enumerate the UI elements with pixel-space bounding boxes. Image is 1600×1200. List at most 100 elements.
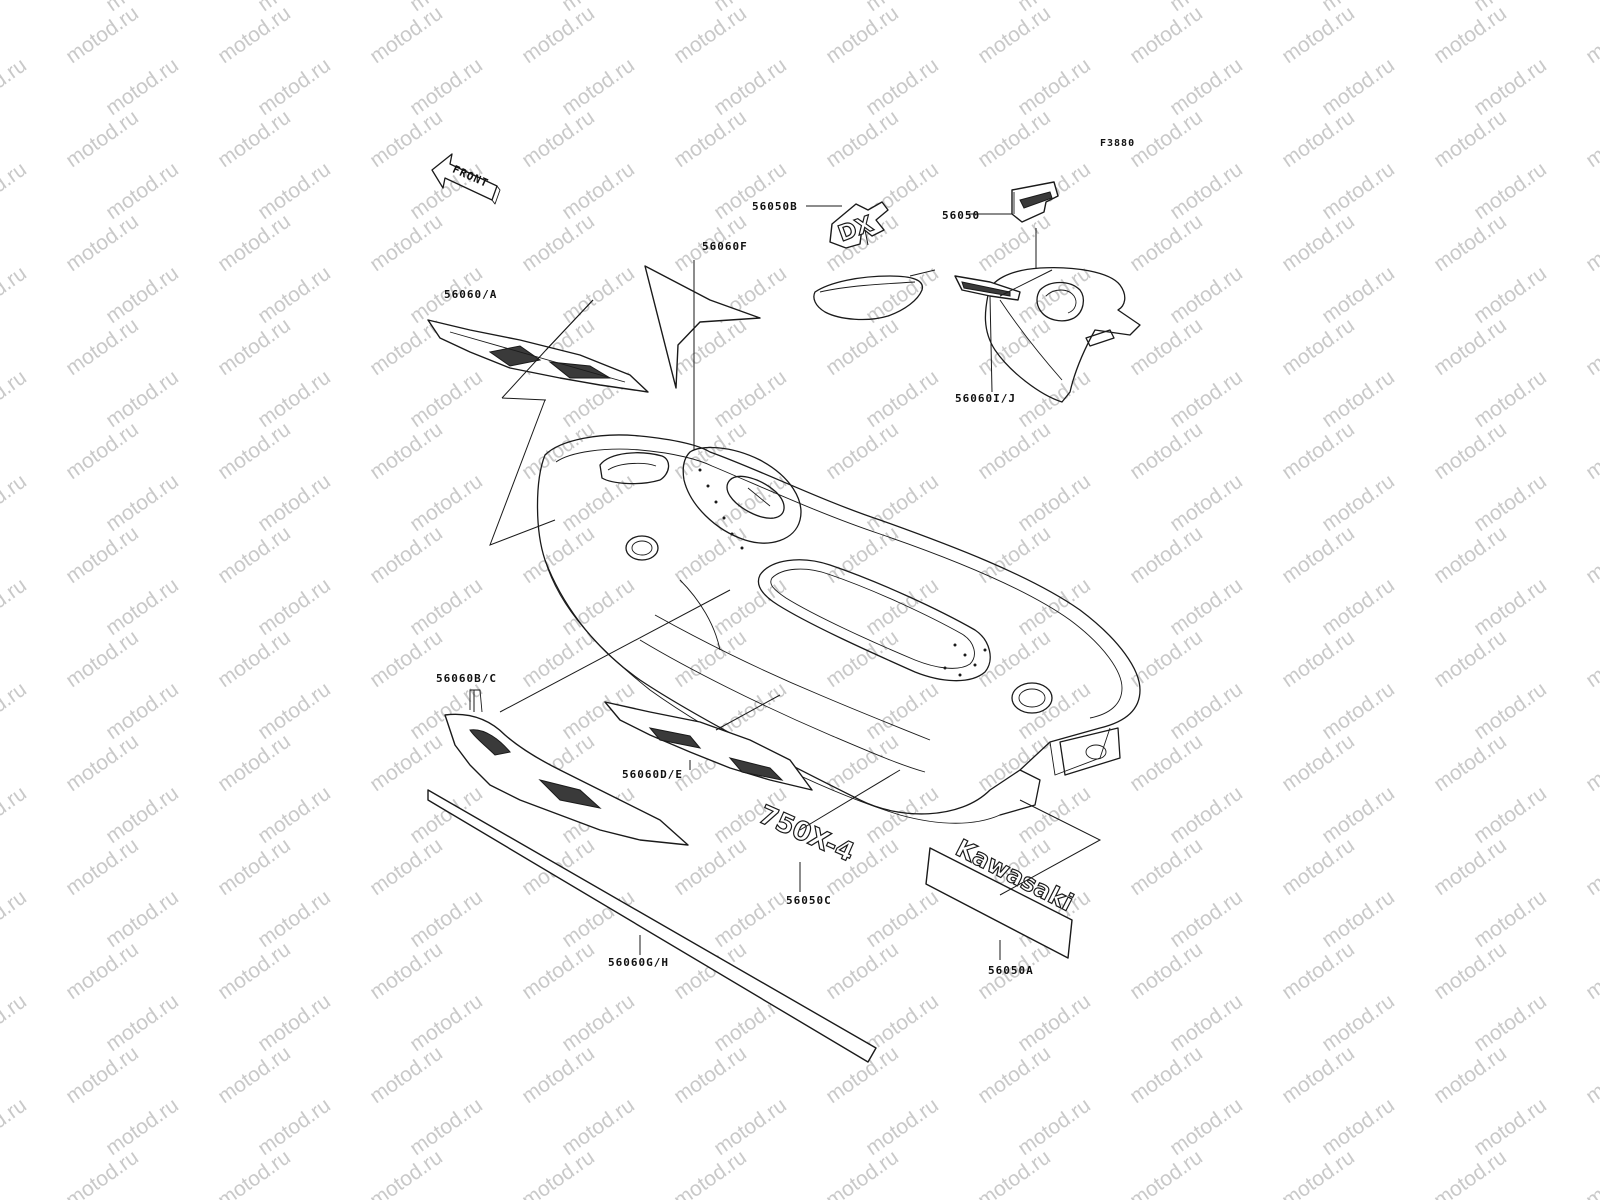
watermark-text: motod.ru [214,834,295,900]
watermark-text: motod.ru [1278,834,1359,900]
leader-lines [473,205,1102,960]
watermark-text: motod.ru [822,626,903,692]
watermark-text: motod.ru [0,262,31,328]
watermark-text: motod.ru [1470,366,1551,432]
watermark-text: motod.ru [1278,730,1359,796]
decal-56060gh [427,789,877,1063]
watermark-text: motod.ru [1318,678,1399,744]
watermark-text: motod.ru [1430,522,1511,588]
watermark-text: motod.ru [822,2,903,68]
watermark-text: motod.ru [102,54,183,120]
watermark-text: motod.ru [1430,834,1511,900]
watermark-text: motod.ru [1166,990,1247,1056]
watermark-text: motod.ru [1430,1146,1511,1200]
watermark-text: motod.ru [1470,574,1551,640]
watermark-text: motod.ru [974,210,1055,276]
watermark-text: motod.ru [1126,522,1207,588]
watermark-text: motod.ru [0,1094,31,1160]
watermark-text: motod.ru [1126,106,1207,172]
watermark-text: motod.ru [1582,522,1600,588]
watermark-text: motod.ru [62,210,143,276]
watermark-text: motod.ru [1278,314,1359,380]
watermark-text: motod.ru [214,1146,295,1200]
watermark-text: motod.ru [0,990,31,1056]
watermark-text: motod.ru [1430,938,1511,1004]
part-labels: 56050B 56050 56060F 56060/A 56060I/J 560… [436,200,1034,977]
watermark-text: motod.ru [1126,210,1207,276]
watermark-text: motod.ru [518,1042,599,1108]
watermark-text: motod.ru [1430,1042,1511,1108]
watermark-text: motod.ru [1126,1042,1207,1108]
watermark-text: motod.ru [214,418,295,484]
watermark-text: motod.ru [406,574,487,640]
watermark-text: motod.ru [1430,2,1511,68]
watermark-text: motod.ru [254,782,335,848]
watermark-text: motod.ru [1166,1094,1247,1160]
watermark-text: motod.ru [670,2,751,68]
watermark-text: motod.ru [518,1146,599,1200]
decal-dx: DX [829,201,889,249]
watermark-text: motod.ru [102,262,183,328]
watermark-text: motod.ru [1166,470,1247,536]
watermark-text: motod.ru [1318,158,1399,224]
watermark-text: motod.ru [1014,54,1095,120]
watermark-text: motod.ru [254,470,335,536]
label-56050: 56050 [942,209,980,222]
watermark-text: motod.ru [558,574,639,640]
watermark-text: motod.ru [62,522,143,588]
watermark-text: motod.ru [862,54,943,120]
watermark-text: motod.ru [1014,470,1095,536]
watermark-text: motod.ru [1126,938,1207,1004]
decal-kawasaki: Kawasaki [925,833,1078,959]
watermark-text: motod.ru [862,470,943,536]
watermark-text: motod.ru [974,730,1055,796]
watermark-text: motod.ru [974,1146,1055,1200]
watermark-text: motod.ru [1278,418,1359,484]
watermark-text: motod.ru [102,366,183,432]
watermark-text: motod.ru [1430,626,1511,692]
label-56060f: 56060F [702,240,748,253]
watermark-text: motod.ru [1278,626,1359,692]
watermark-text: motod.ru [0,366,31,432]
figure-id: F3880 [1100,138,1135,149]
watermark-text: motod.ru [1470,678,1551,744]
watermark-text: motod.ru [62,2,143,68]
watermark-text: motod.ru [1278,522,1359,588]
watermark-text: motod.ru [822,418,903,484]
watermark-text: motod.ru [1014,1094,1095,1160]
watermark-text: motod.ru [214,626,295,692]
watermark-text: motod.ru [254,1094,335,1160]
watermark-text: motod.ru [1470,470,1551,536]
watermark-text: motod.ru [1014,990,1095,1056]
deck-fasteners [698,468,987,677]
watermark-text: motod.ru [974,626,1055,692]
watermark-text: motod.ru [1126,834,1207,900]
watermark-text: motod.ru [558,262,639,328]
watermark-text: motod.ru [518,522,599,588]
watermark-text: motod.ru [366,2,447,68]
watermark-text: motod.ru [62,834,143,900]
watermark-text: motod.ru [1582,626,1600,692]
watermark-text: motod.ru [1318,366,1399,432]
watermark-text: motod.ru [1278,2,1359,68]
watermark-text: motod.ru [518,626,599,692]
watermark-text: motod.ru [1470,158,1551,224]
watermark-text: motod.ru [366,106,447,172]
watermark-text: motod.ru [1318,574,1399,640]
watermark-text: motod.ru [1318,470,1399,536]
watermark-text: motod.ru [254,574,335,640]
watermark-text: motod.ru [366,418,447,484]
watermark-text: motod.ru [1470,262,1551,328]
label-56060gh: 56060G/H [608,956,669,969]
watermark-text: motod.ru [1166,262,1247,328]
watermark-text: motod.ru [518,418,599,484]
label-56050a: 56050A [988,964,1034,977]
seat-cover-piece [813,269,936,321]
watermark-text: motod.ru [0,574,31,640]
watermark-text: motod.ru [254,158,335,224]
watermark-text: motod.ru [1582,1042,1600,1108]
watermark-text: motod.ru [558,470,639,536]
watermark-text: motod.ru [1582,210,1600,276]
watermark-text: motod.ru [102,574,183,640]
